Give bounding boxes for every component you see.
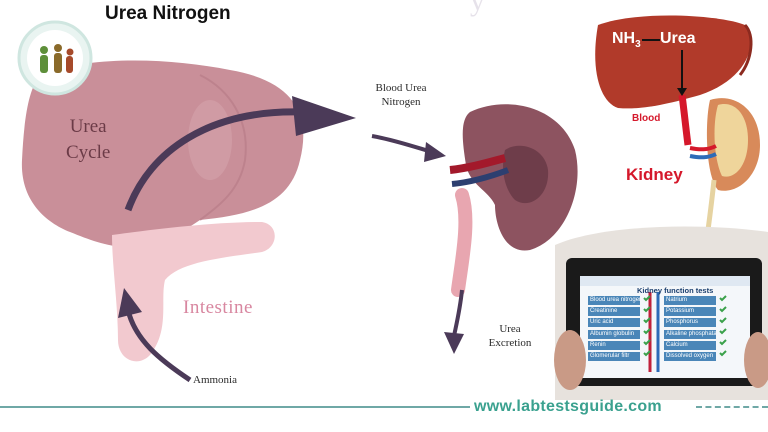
footer-divider-dashed bbox=[696, 406, 768, 408]
urea-flow-arrow bbox=[124, 108, 301, 212]
footer-website-link[interactable]: www.labtestsguide.com bbox=[474, 398, 662, 415]
test-item: Glomerular filtr bbox=[588, 351, 640, 361]
blood-urea-nitrogen-label: Blood Urea Nitrogen bbox=[356, 82, 446, 110]
excretion-line1: Urea bbox=[499, 323, 521, 335]
test-item: Natrium bbox=[664, 296, 716, 305]
urea-excretion-label: Urea Excretion bbox=[480, 323, 540, 351]
urea-cycle-line1: Urea bbox=[69, 116, 107, 137]
inset-nh3-label: NH3 bbox=[612, 30, 641, 50]
test-item: Blood urea nitrogen bbox=[588, 296, 640, 305]
nh3-text: NH bbox=[612, 30, 636, 47]
test-item: Dissolved oxygen bbox=[664, 351, 716, 361]
urea-cycle-line2: Cycle bbox=[66, 141, 111, 163]
inset-urea-label: Urea bbox=[660, 30, 696, 47]
intestine-label: Intestine bbox=[183, 297, 253, 318]
test-item: Phosphorus bbox=[664, 318, 716, 328]
test-item: Albumin globulin bbox=[588, 329, 640, 339]
kidney-illustration bbox=[449, 104, 578, 297]
ammonia-label: Ammonia bbox=[193, 374, 237, 386]
footer-divider bbox=[0, 406, 470, 408]
bun-line1: Blood Urea bbox=[375, 82, 427, 94]
test-item: Creatinine bbox=[588, 307, 640, 317]
test-item: Alkaline phosphatase bbox=[664, 329, 716, 339]
urea-flow-arrowhead bbox=[292, 96, 356, 136]
logo-badge bbox=[17, 20, 93, 96]
tablet-right-tests: Natrium Potassium Phosphorus Alkaline ph… bbox=[664, 296, 716, 363]
svg-text:y: y bbox=[470, 0, 485, 17]
test-item: Renin bbox=[588, 340, 640, 350]
tablet-inset bbox=[554, 226, 768, 400]
page-title: Urea Nitrogen bbox=[105, 3, 231, 24]
test-item: Potassium bbox=[664, 307, 716, 317]
inset-blood-label: Blood bbox=[632, 113, 661, 124]
inset-urea-diagram bbox=[569, 0, 768, 231]
inset-kidney-label: Kidney bbox=[626, 165, 683, 184]
tablet-left-tests: Blood urea nitrogen Creatinine Uric acid… bbox=[588, 296, 640, 363]
excretion-line2: Excretion bbox=[488, 336, 532, 349]
ammonia-arrow bbox=[125, 309, 192, 383]
test-item: Calcium bbox=[664, 340, 716, 350]
bun-line2: Nitrogen bbox=[381, 95, 421, 108]
urea-cycle-label: Urea Cycle bbox=[66, 114, 110, 165]
intestine-illustration bbox=[112, 222, 275, 362]
tablet-title: Kidney function tests bbox=[637, 286, 714, 295]
nh3-subscript: 3 bbox=[635, 39, 641, 51]
bun-arrow bbox=[371, 134, 433, 154]
test-item: Uric acid bbox=[588, 318, 640, 328]
